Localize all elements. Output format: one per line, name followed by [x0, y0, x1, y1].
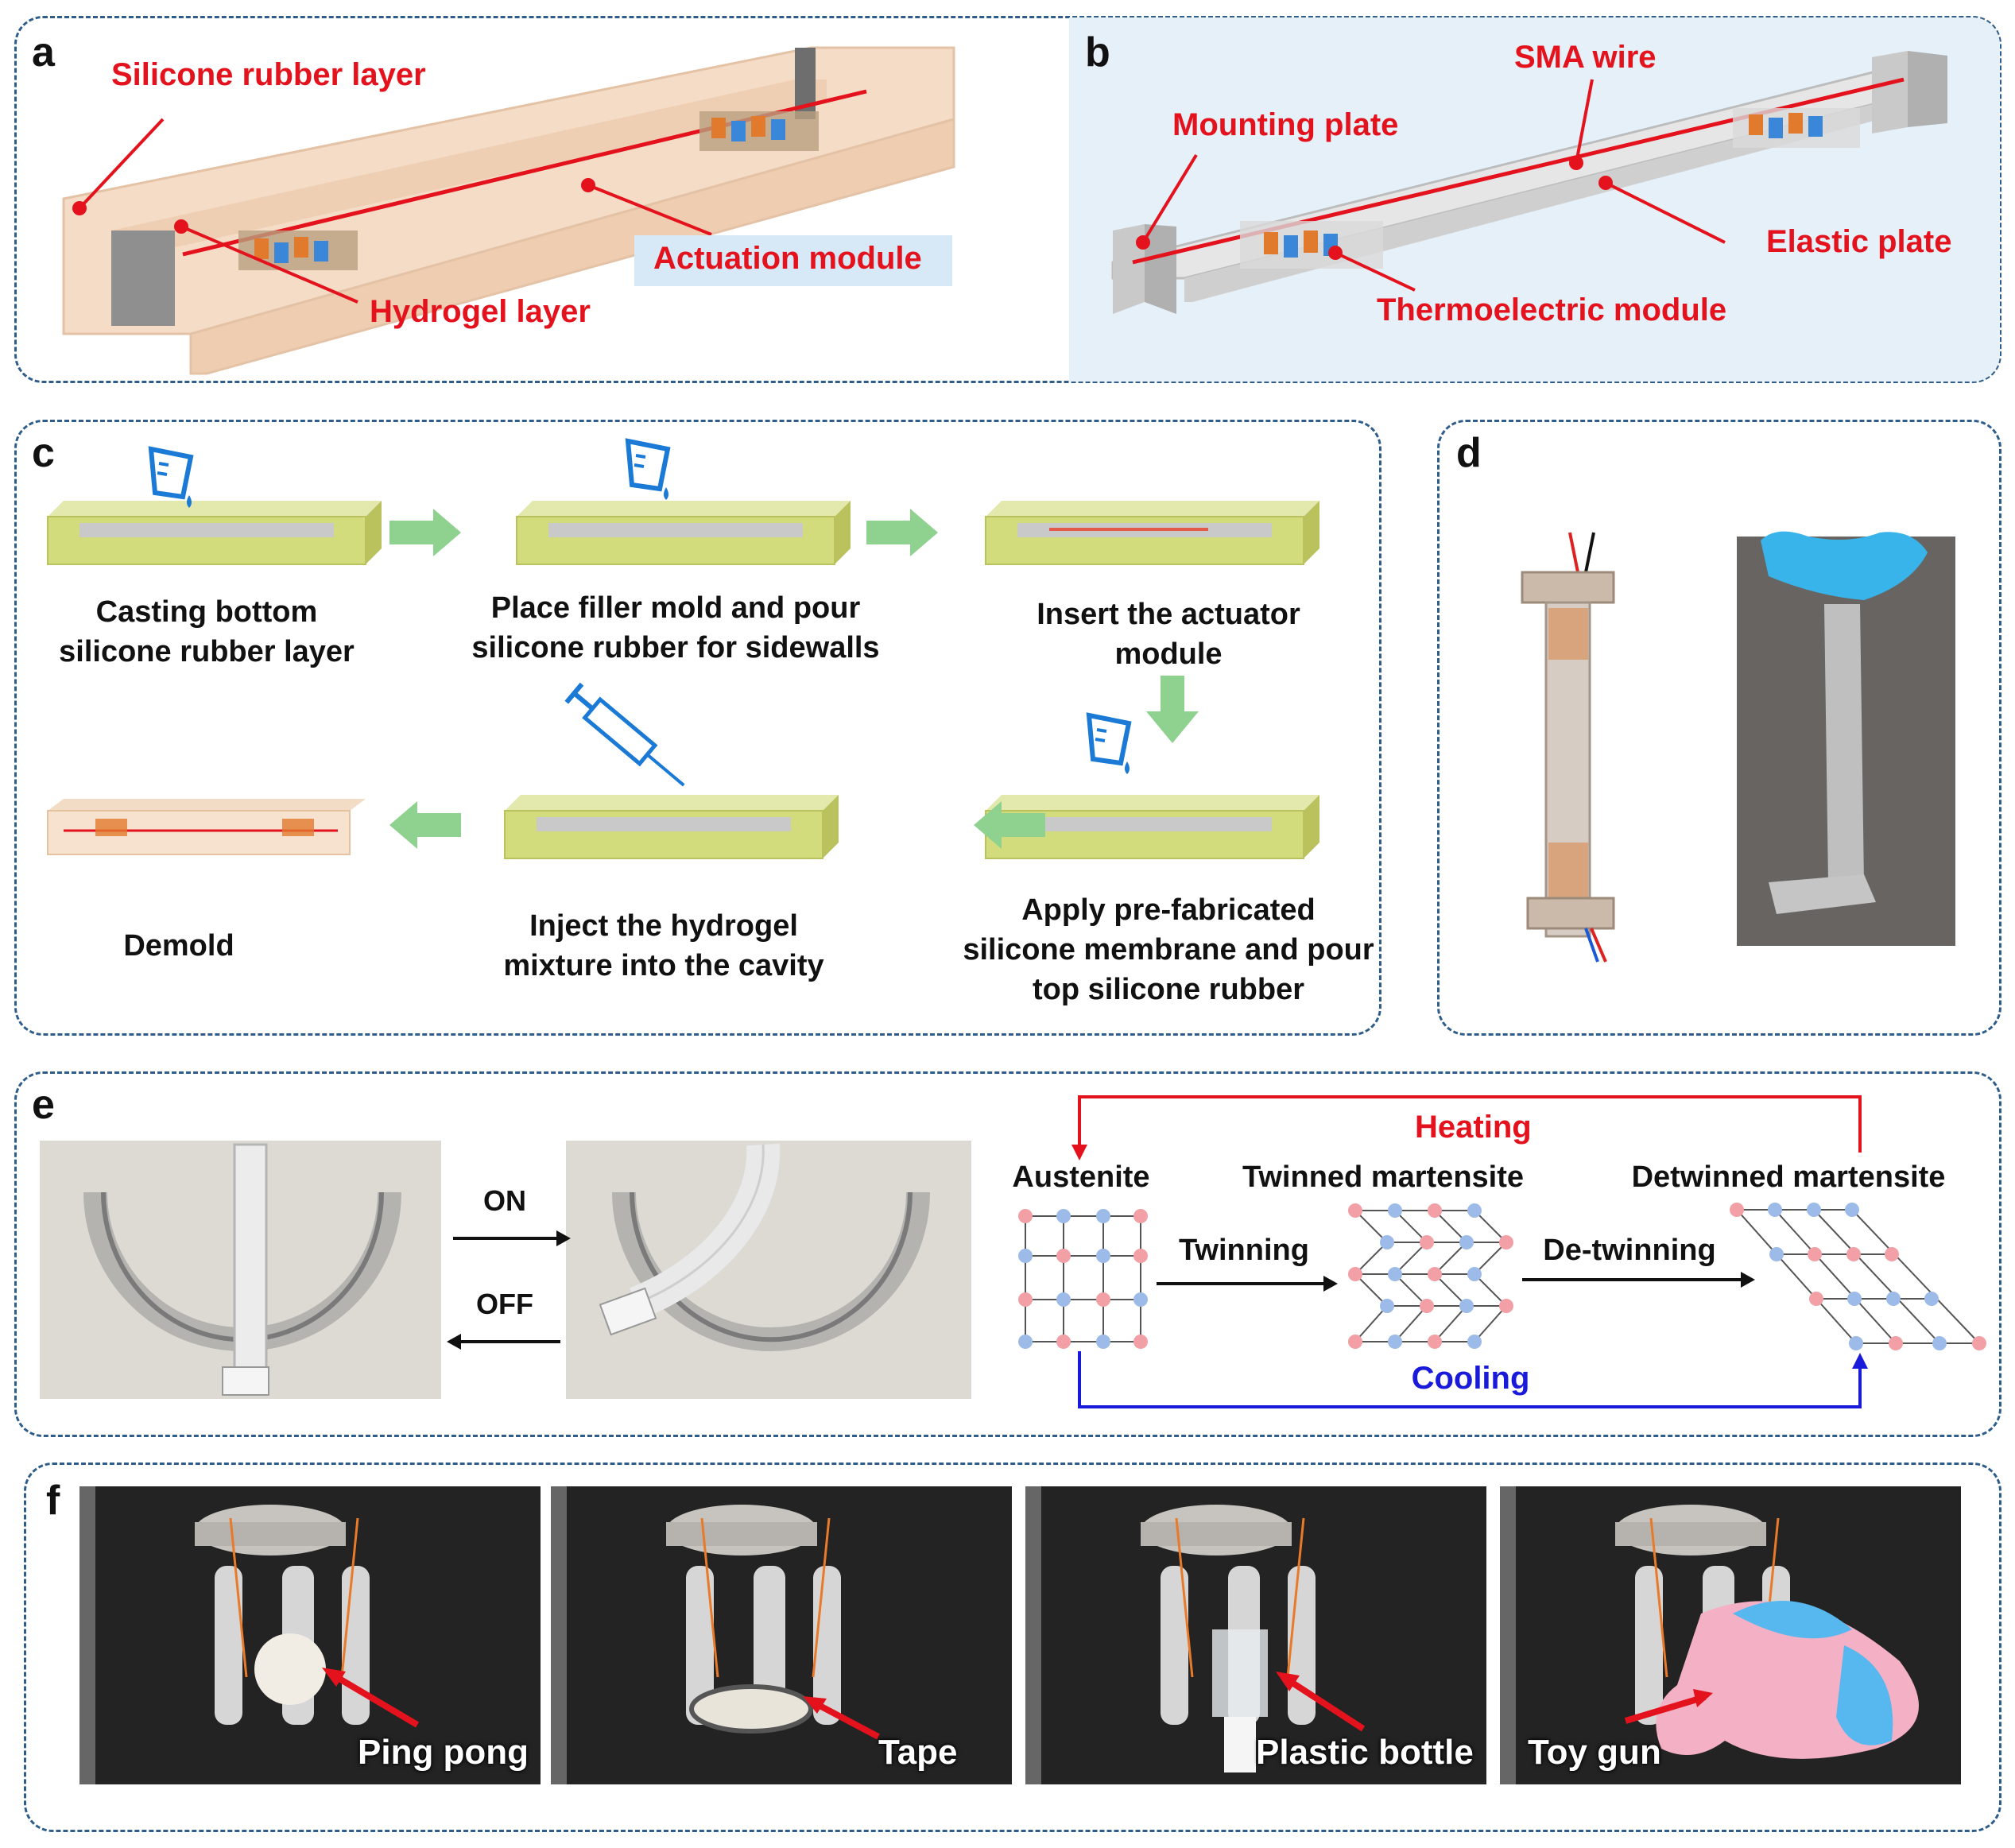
caption-tape: Tape — [878, 1733, 958, 1772]
panel-c — [14, 420, 1381, 1036]
callout-hydrogel-layer: Hydrogel layer — [370, 294, 591, 329]
panel-b-label: b — [1085, 29, 1110, 76]
step-insert-actuator: Insert the actuator module — [1037, 598, 1300, 671]
phase-austenite: Austenite — [1012, 1160, 1150, 1194]
panel-c-label: c — [32, 430, 55, 476]
switch-off-label: OFF — [476, 1288, 533, 1320]
phase-twinned-martensite: Twinned martensite — [1242, 1160, 1525, 1194]
panel-e — [14, 1071, 2001, 1437]
panel-f-label: f — [46, 1478, 60, 1524]
callout-mounting-plate: Mounting plate — [1172, 107, 1399, 142]
transition-twinning: Twinning — [1179, 1234, 1309, 1267]
panel-e-label: e — [32, 1082, 55, 1128]
panel-d-label: d — [1456, 430, 1482, 476]
heating-label: Heating — [1415, 1110, 1532, 1145]
step-casting-bottom-layer: Casting bottom silicone rubber layer — [59, 595, 355, 668]
callout-elastic-plate: Elastic plate — [1766, 224, 1952, 259]
panel-f — [24, 1463, 2001, 1832]
caption-plastic-bottle: Plastic bottle — [1256, 1733, 1474, 1772]
callout-actuation-module: Actuation module — [653, 241, 922, 276]
callout-sma-wire: SMA wire — [1514, 40, 1657, 75]
step-apply-membrane: Apply pre-fabricated silicone membrane a… — [963, 893, 1374, 1006]
switch-on-label: ON — [483, 1184, 526, 1217]
step-inject-hydrogel: Inject the hydrogel mixture into the cav… — [503, 909, 824, 982]
panel-d — [1437, 420, 2001, 1036]
caption-ping-pong: Ping pong — [358, 1733, 529, 1772]
callout-silicone-rubber-layer: Silicone rubber layer — [111, 57, 426, 92]
callout-thermoelectric-module: Thermoelectric module — [1377, 293, 1727, 327]
step-place-filler-mold: Place filler mold and pour silicone rubb… — [471, 591, 880, 664]
cooling-label: Cooling — [1411, 1361, 1530, 1396]
panel-a-label: a — [32, 29, 55, 76]
step-demold: Demold — [123, 929, 234, 963]
panel-a — [14, 16, 2001, 383]
phase-detwinned-martensite: Detwinned martensite — [1631, 1160, 1946, 1194]
transition-de-twinning: De-twinning — [1543, 1234, 1716, 1267]
caption-toy-gun: Toy gun — [1528, 1733, 1661, 1772]
